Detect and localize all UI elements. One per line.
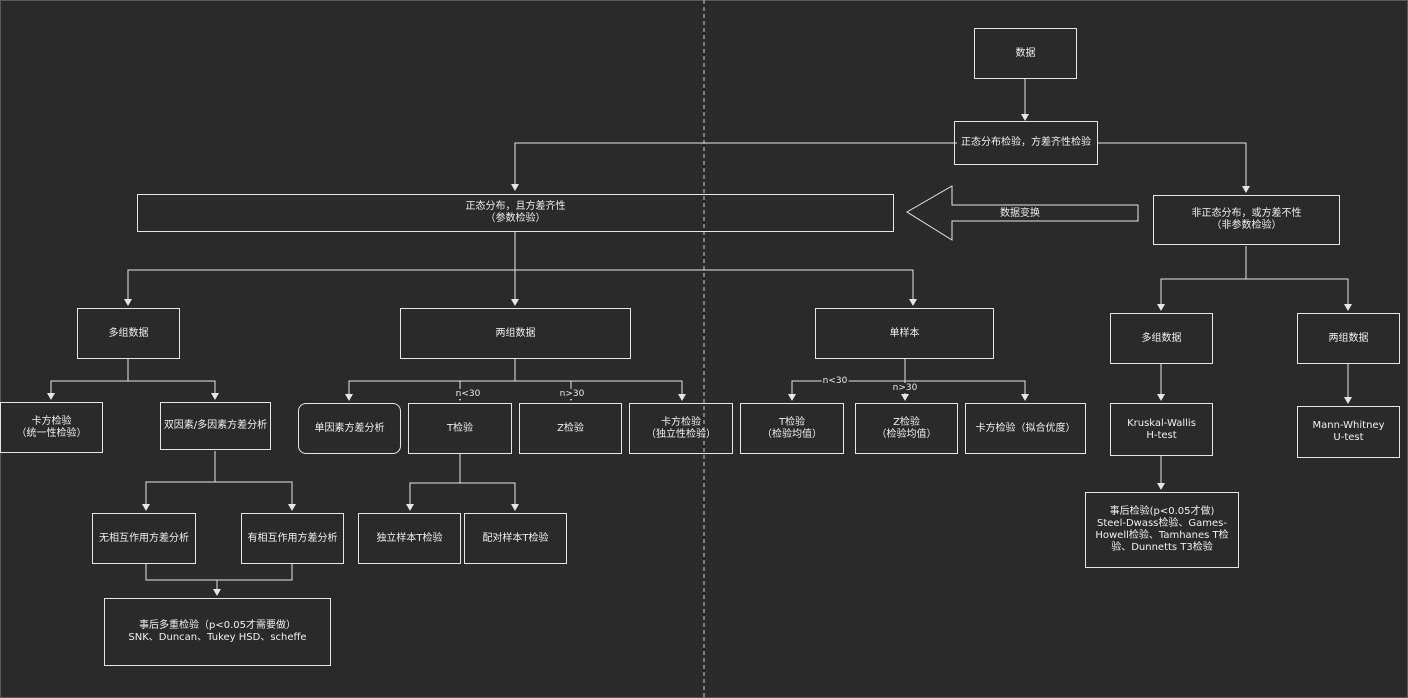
edge-two-to-oneway	[345, 359, 516, 401]
node-parametric: 正态分布，且方差齐性 （参数检验）	[137, 194, 894, 232]
node-mann-whitney: Mann-Whitney U-test	[1297, 406, 1400, 458]
node-z-test: Z检验	[519, 403, 622, 454]
edge-multi-to-anova	[128, 380, 219, 400]
node-paired-t: 配对样本T检验	[464, 513, 567, 564]
transform-arrow	[906, 185, 1139, 241]
edge-anova-to-inter	[215, 481, 296, 511]
transform-label: 数据变换	[1000, 208, 1040, 219]
node-one-way-anova: 单因素方差分析	[298, 403, 401, 454]
node-two-group: 两组数据	[400, 308, 631, 359]
edge-t-to-paired	[460, 482, 519, 511]
edge-param-to-single	[515, 269, 917, 306]
node-multi-group: 多组数据	[77, 308, 180, 359]
edge-inter-merge	[145, 564, 293, 581]
edge-t-to-indep	[406, 454, 461, 511]
edge-multi-to-chi	[47, 359, 129, 400]
node-z-mean: Z检验 （检验均值）	[855, 403, 958, 454]
node-single-sample: 单样本	[815, 308, 994, 359]
edge-np-to-multi	[1157, 246, 1247, 311]
node-np-multi-group: 多组数据	[1110, 313, 1213, 364]
edge-test-to-parametric	[511, 142, 957, 191]
edge-label-n-lt-30-single: n<30	[821, 376, 849, 386]
node-chi-uniform: 卡方检验 （统一性检验）	[0, 402, 103, 453]
node-chi-indep: 卡方检验 （独立性检验）	[629, 403, 733, 454]
edge-label-n-lt-30-two: n<30	[454, 389, 482, 399]
edge-label-n-gt-30-single: n>30	[891, 383, 919, 393]
node-post-hoc-multi: 事后多重检验（p<0.05才需要做） SNK、Duncan、Tukey HSD、…	[104, 598, 331, 666]
node-no-interaction: 无相互作用方差分析	[92, 513, 196, 564]
node-with-interaction: 有相互作用方差分析	[241, 513, 344, 564]
node-data: 数据	[974, 28, 1077, 79]
node-anova-multi: 双因素/多因素方差分析	[160, 402, 271, 450]
edge-label-n-gt-30-two: n>30	[558, 389, 586, 399]
edge-test-to-nonparametric	[1098, 142, 1250, 193]
node-t-mean: T检验 （检验均值）	[740, 403, 844, 454]
node-nonparametric: 非正态分布，或方差不性 （非参数检验）	[1153, 195, 1340, 245]
edge-two-bus	[515, 380, 686, 401]
edge-param-to-multi	[124, 232, 516, 306]
node-t-test: T检验	[408, 403, 512, 454]
node-kruskal-wallis: Kruskal-Wallis H-test	[1110, 403, 1213, 456]
edge-anova-to-nointer	[142, 451, 216, 511]
node-normality-test: 正态分布检验，方差齐性检验	[954, 121, 1098, 165]
node-np-two-group: 两组数据	[1297, 313, 1400, 364]
edge-np-to-two	[1246, 278, 1352, 311]
edge-single-to-t	[788, 359, 906, 401]
node-np-post-hoc: 事后检验(p<0.05才做) Steel-Dwass检验、Games- Howe…	[1085, 492, 1239, 568]
node-indep-t: 独立样本T检验	[358, 513, 461, 564]
node-chi-fit: 卡方检验（拟合优度）	[965, 403, 1086, 454]
edge-single-to-chi	[905, 380, 1029, 401]
